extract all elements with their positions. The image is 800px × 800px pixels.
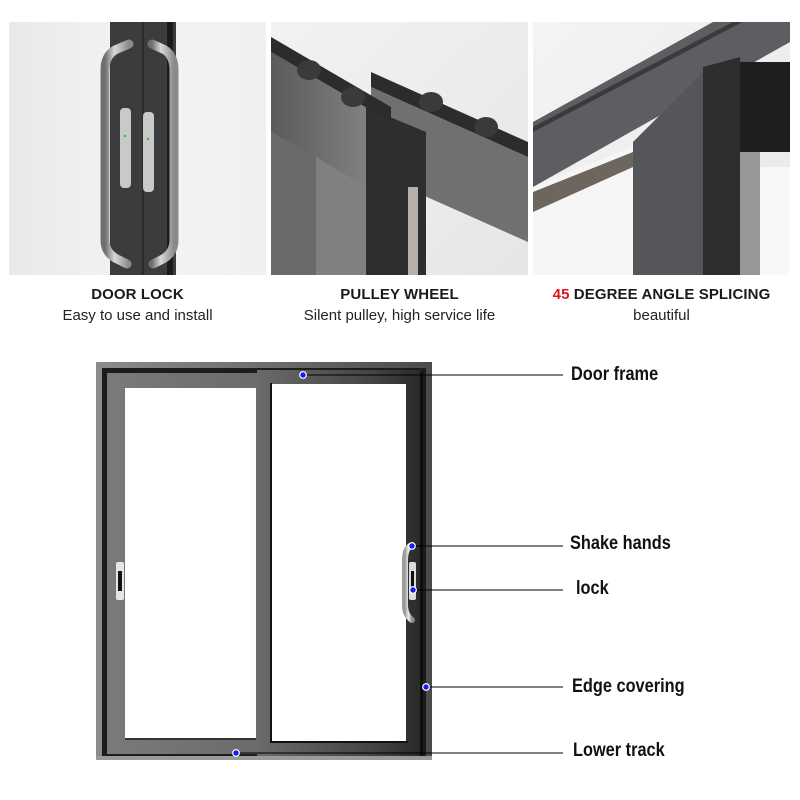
label-lower-track: Lower track <box>573 740 665 761</box>
label-door-frame: Door frame <box>571 364 659 385</box>
label-shake-hands: Shake hands <box>570 533 671 554</box>
label-edge-covering: Edge covering <box>572 676 685 697</box>
marker-edge-covering <box>422 683 430 691</box>
feature-title: PULLEY WHEEL <box>340 286 459 303</box>
marker-shake-hands <box>408 542 416 550</box>
feature-title: DOOR LOCK <box>91 286 184 303</box>
callout-markers <box>232 371 430 757</box>
pulley-wheel-photo <box>271 22 528 275</box>
feature-caption-angle-splicing: 45 DEGREE ANGLE SPLICING beautiful <box>533 286 790 324</box>
marker-lower-track <box>232 749 240 757</box>
right-sliding-panel <box>257 370 423 756</box>
feature-subtitle: Easy to use and install <box>62 307 213 324</box>
label-lock: lock <box>576 578 609 599</box>
leader-lines <box>236 374 563 754</box>
marker-door-frame <box>299 371 307 379</box>
feature-title: 45 DEGREE ANGLE SPLICING <box>552 286 771 303</box>
marker-lock <box>409 586 417 594</box>
feature-subtitle: beautiful <box>633 307 690 324</box>
feature-caption-pulley-wheel: PULLEY WHEEL Silent pulley, high service… <box>271 286 528 324</box>
angle-splicing-photo <box>533 22 790 275</box>
feature-subtitle: Silent pulley, high service life <box>303 307 496 324</box>
left-sliding-panel <box>107 373 269 754</box>
door-lock-photo <box>9 22 266 275</box>
feature-caption-door-lock: DOOR LOCK Easy to use and install <box>9 286 266 324</box>
